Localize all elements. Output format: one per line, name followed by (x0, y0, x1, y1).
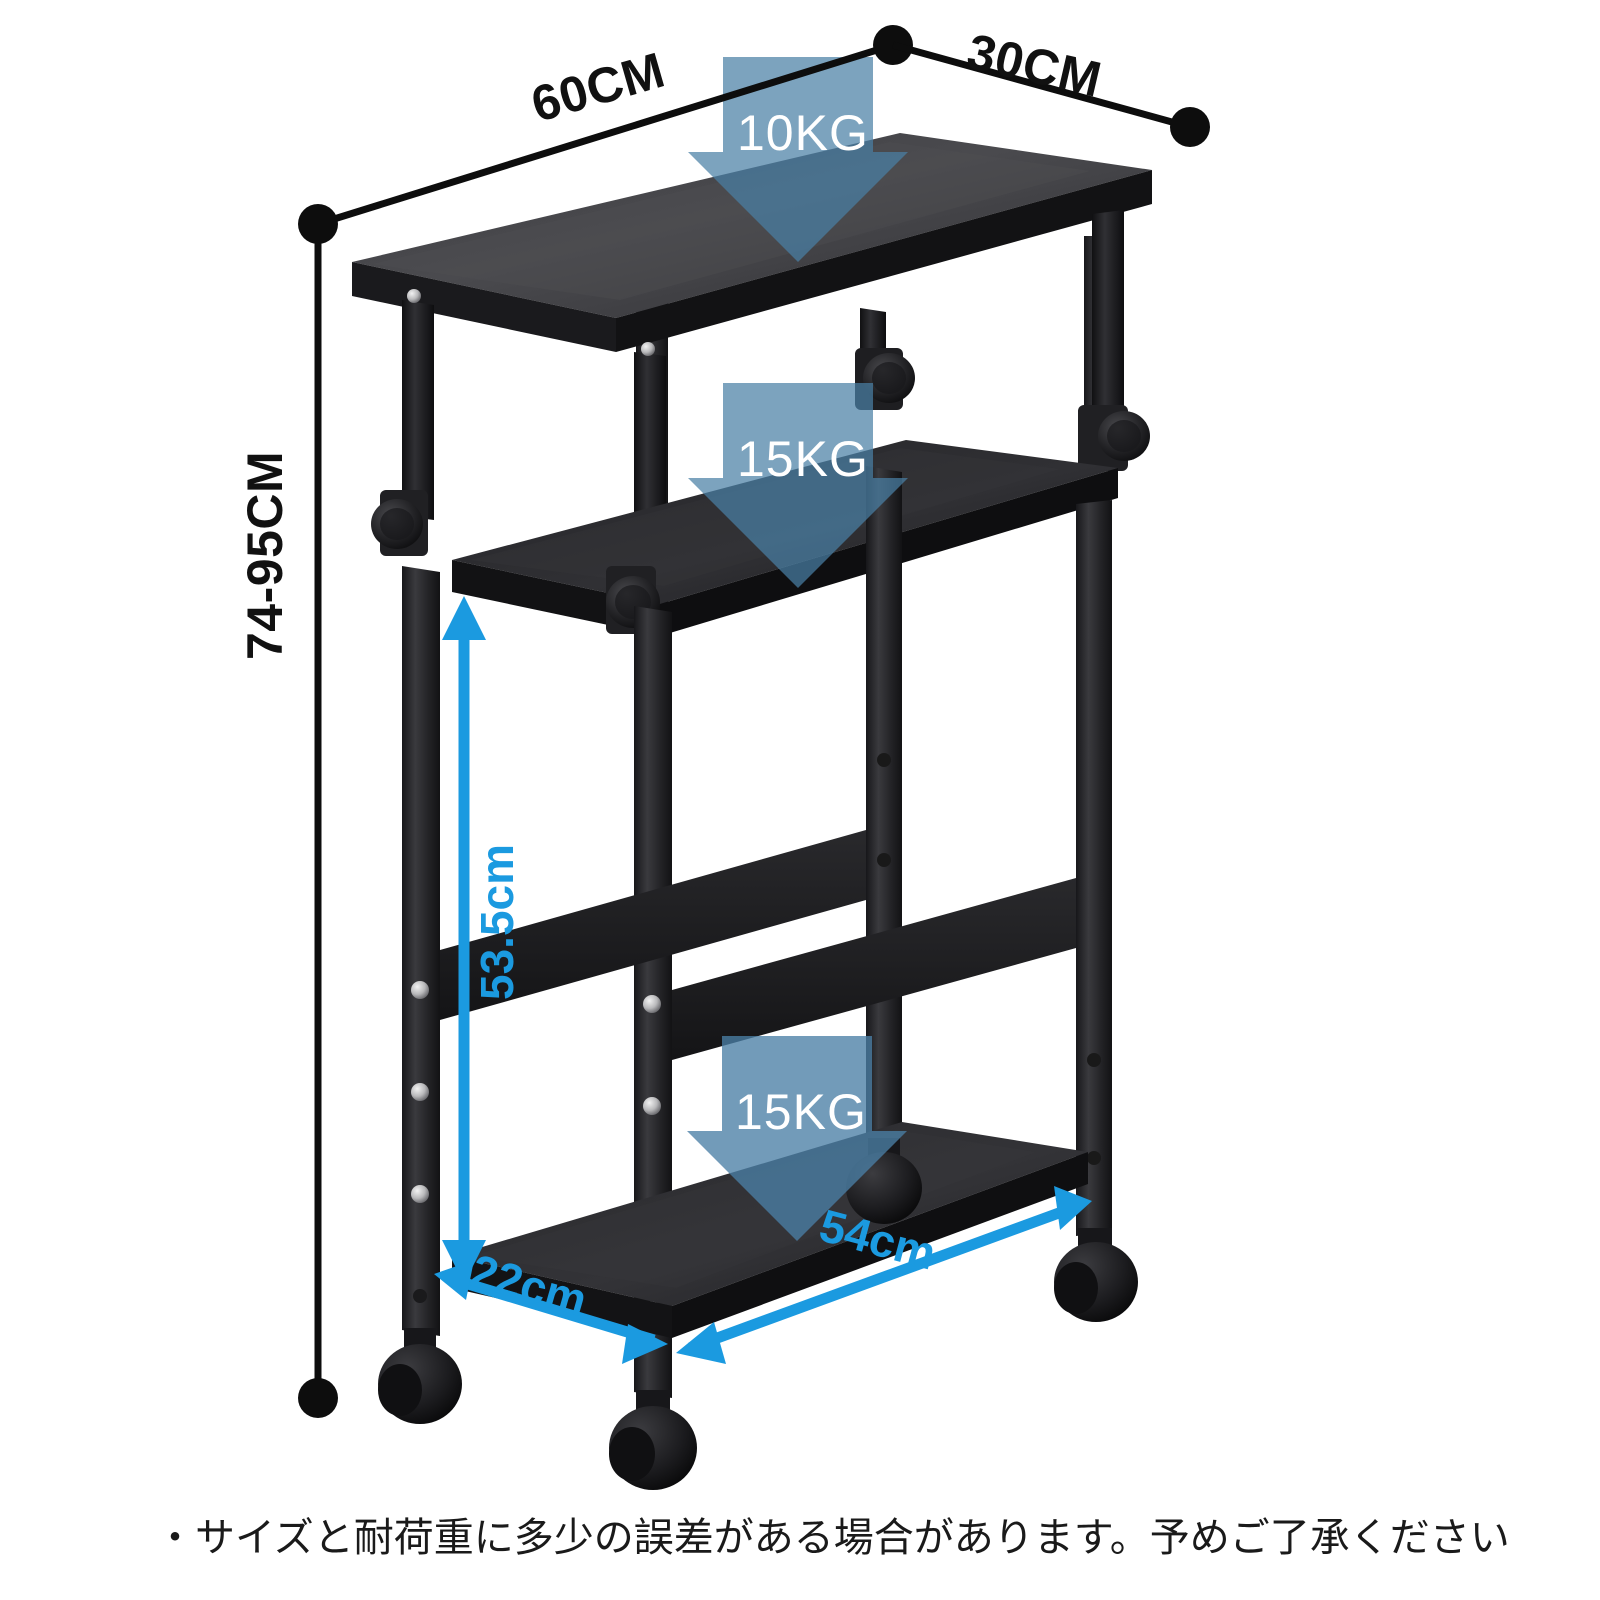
cross-brace-front (672, 878, 1076, 1060)
load-arrow-middle (688, 383, 908, 588)
height-adjust-knob-upper-far-right (1078, 405, 1150, 471)
dimension-line-height (298, 224, 338, 1418)
caster-back-right (1054, 1228, 1138, 1322)
load-arrow-bottom (687, 1036, 907, 1241)
dimension-label-clearance: 53.5cm (471, 843, 523, 1000)
load-label-middle-shelf: 15KG (737, 431, 869, 487)
load-arrow-top (688, 57, 908, 262)
height-adjust-knob-upper-right (855, 348, 915, 410)
dimension-line-top-depth (892, 41, 1210, 147)
caster-front-center (609, 1390, 697, 1490)
load-label-bottom-shelf: 15KG (735, 1084, 867, 1140)
caster-front-left (378, 1328, 462, 1424)
dimension-arrow-clearance (442, 596, 486, 1284)
dimension-arrow-base-length (676, 1186, 1092, 1364)
cross-brace-back (440, 830, 866, 1020)
load-label-top-shelf: 10KG (737, 105, 869, 161)
top-shelf (352, 133, 1152, 352)
height-adjust-knob-mid-left (371, 490, 428, 556)
dimension-label-height: 74-95CM (237, 450, 293, 660)
disclaimer-caption: ・サイズと耐荷重に多少の誤差がある場合があります。予めご了承ください (155, 1516, 1510, 1560)
